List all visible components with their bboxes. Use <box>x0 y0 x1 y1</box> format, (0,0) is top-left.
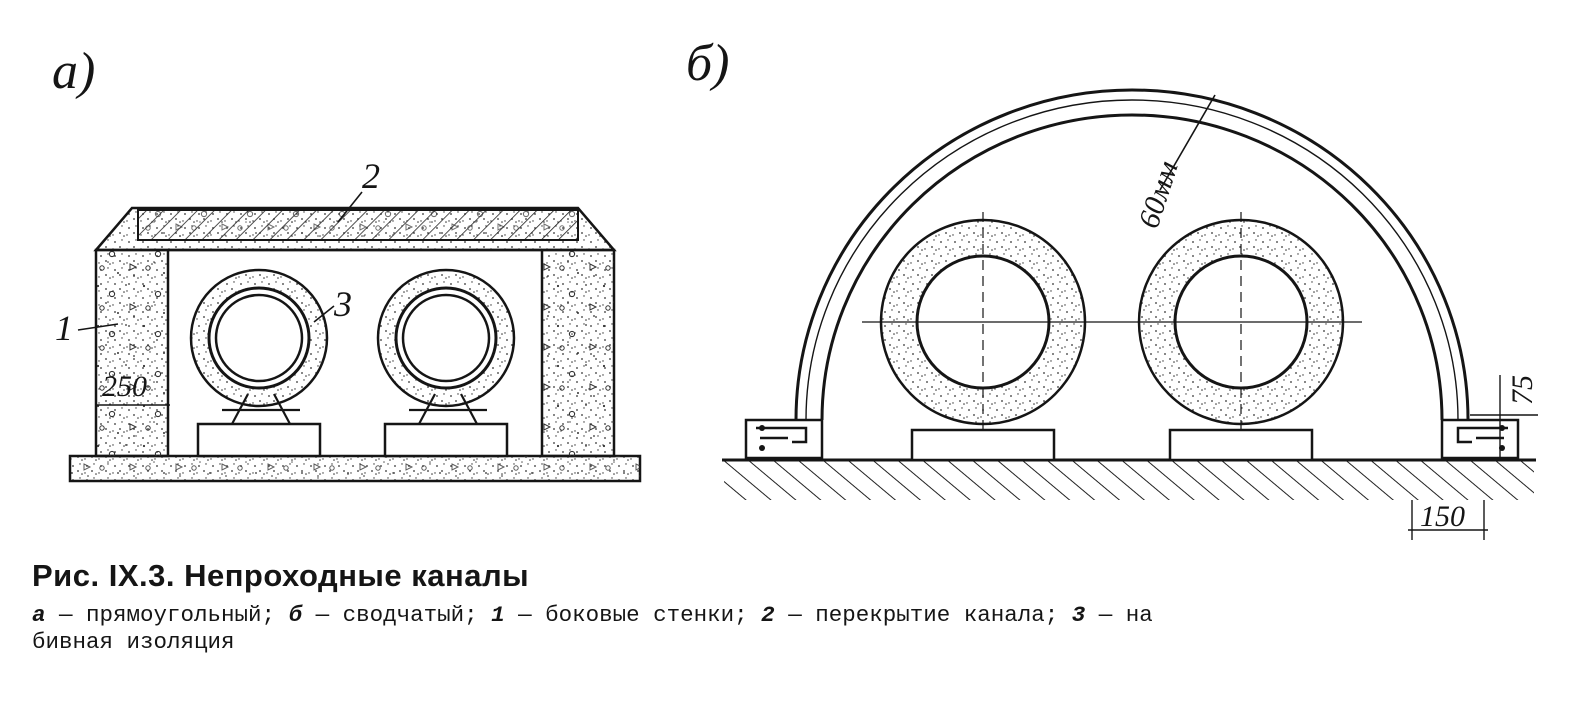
dimension-250: 250 <box>102 370 147 403</box>
side-wall-right <box>540 248 616 458</box>
pipe-right <box>376 268 516 425</box>
panel-a: а) 2 1 250 <box>52 43 642 483</box>
ground-hatch <box>724 460 1534 500</box>
dimension-width: 150 <box>1420 500 1465 533</box>
side-wall-left <box>94 248 170 458</box>
dimension-height: 75 <box>1506 375 1539 405</box>
figure-caption: Рис. IX.3. Непроходные каналы а — прямоу… <box>28 558 1568 656</box>
dimension-thickness: 60мм <box>1132 157 1184 232</box>
pipe-support-left <box>196 422 322 458</box>
caption-legend: а — прямоугольный; б — сводчатый; 1 — бо… <box>32 602 1153 655</box>
caption-legend-line2: бивная изоляция <box>32 629 235 655</box>
vault-arch <box>794 88 1470 421</box>
vault-footing-left <box>744 418 824 460</box>
cover-slab <box>93 206 617 252</box>
label-insulation: 3 <box>333 284 352 324</box>
label-channel-cover: 2 <box>362 156 380 196</box>
panel-b: б) <box>686 35 1539 540</box>
panel-a-letter: а) <box>52 43 95 100</box>
label-side-walls: 1 <box>55 308 73 348</box>
vault-pipe-support-left <box>910 428 1056 462</box>
panel-b-letter: б) <box>686 35 729 92</box>
pipe-left <box>189 268 329 425</box>
pipe-support-right <box>383 422 509 458</box>
vault-footing-right <box>1440 418 1520 460</box>
vault-pipe-support-right <box>1168 428 1314 462</box>
caption-title: Рис. IX.3. Непроходные каналы <box>32 558 530 593</box>
